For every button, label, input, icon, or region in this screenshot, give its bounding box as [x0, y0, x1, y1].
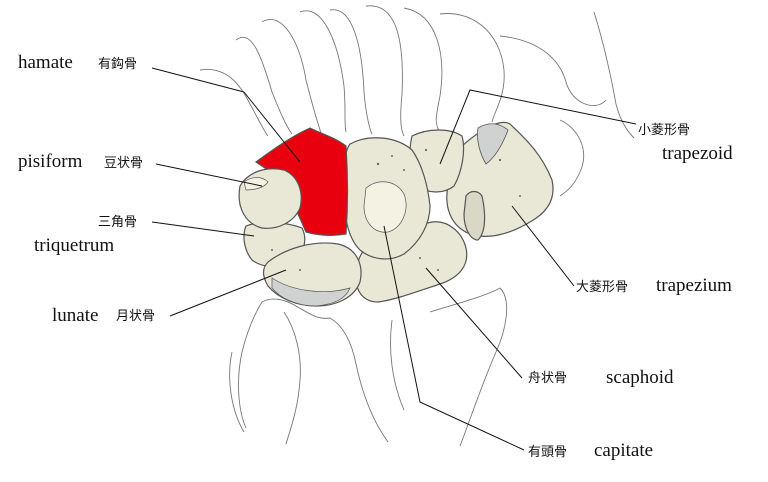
label-pisiform-en: pisiform: [18, 151, 83, 172]
label-triquetrum-en: triquetrum: [34, 235, 115, 256]
pisiform-shape: [238, 168, 302, 229]
leader-trapezoid: [439, 89, 637, 165]
metacarpal-outlines: [199, 5, 635, 197]
label-triquetrum-jp: 三角骨: [98, 215, 138, 230]
label-scaphoid-en: scaphoid: [606, 367, 674, 388]
leader-capitate: [383, 225, 525, 451]
leader-trapezium: [511, 205, 575, 287]
forearm-outlines: [229, 287, 508, 447]
leader-lunate: [169, 269, 287, 317]
carpal-bones: [238, 121, 554, 307]
label-trapezium-en: trapezium: [656, 275, 732, 296]
leader-hamate-2: [243, 91, 301, 163]
label-capitate-en: capitate: [594, 440, 654, 461]
leader-scaphoid: [425, 267, 523, 379]
leader-lines: [151, 67, 637, 451]
leader-pisiform: [155, 163, 263, 187]
label-hamate-en: hamate: [18, 52, 73, 73]
label-capitate-jp: 有頭骨: [528, 445, 568, 460]
label-trapezoid-jp: 小菱形骨: [638, 123, 691, 138]
leader-triquetrum: [151, 221, 255, 237]
leader-hamate: [151, 67, 245, 93]
label-pisiform-jp: 豆状骨: [104, 156, 144, 171]
label-trapezium-jp: 大菱形骨: [576, 280, 629, 295]
bone-texture-dots: [271, 148, 521, 271]
label-trapezoid-en: trapezoid: [662, 143, 733, 164]
label-hamate-jp: 有鈎骨: [98, 57, 138, 72]
label-lunate-en: lunate: [52, 305, 99, 326]
label-lunate-jp: 月状骨: [116, 309, 156, 324]
label-scaphoid-jp: 舟状骨: [528, 371, 568, 386]
